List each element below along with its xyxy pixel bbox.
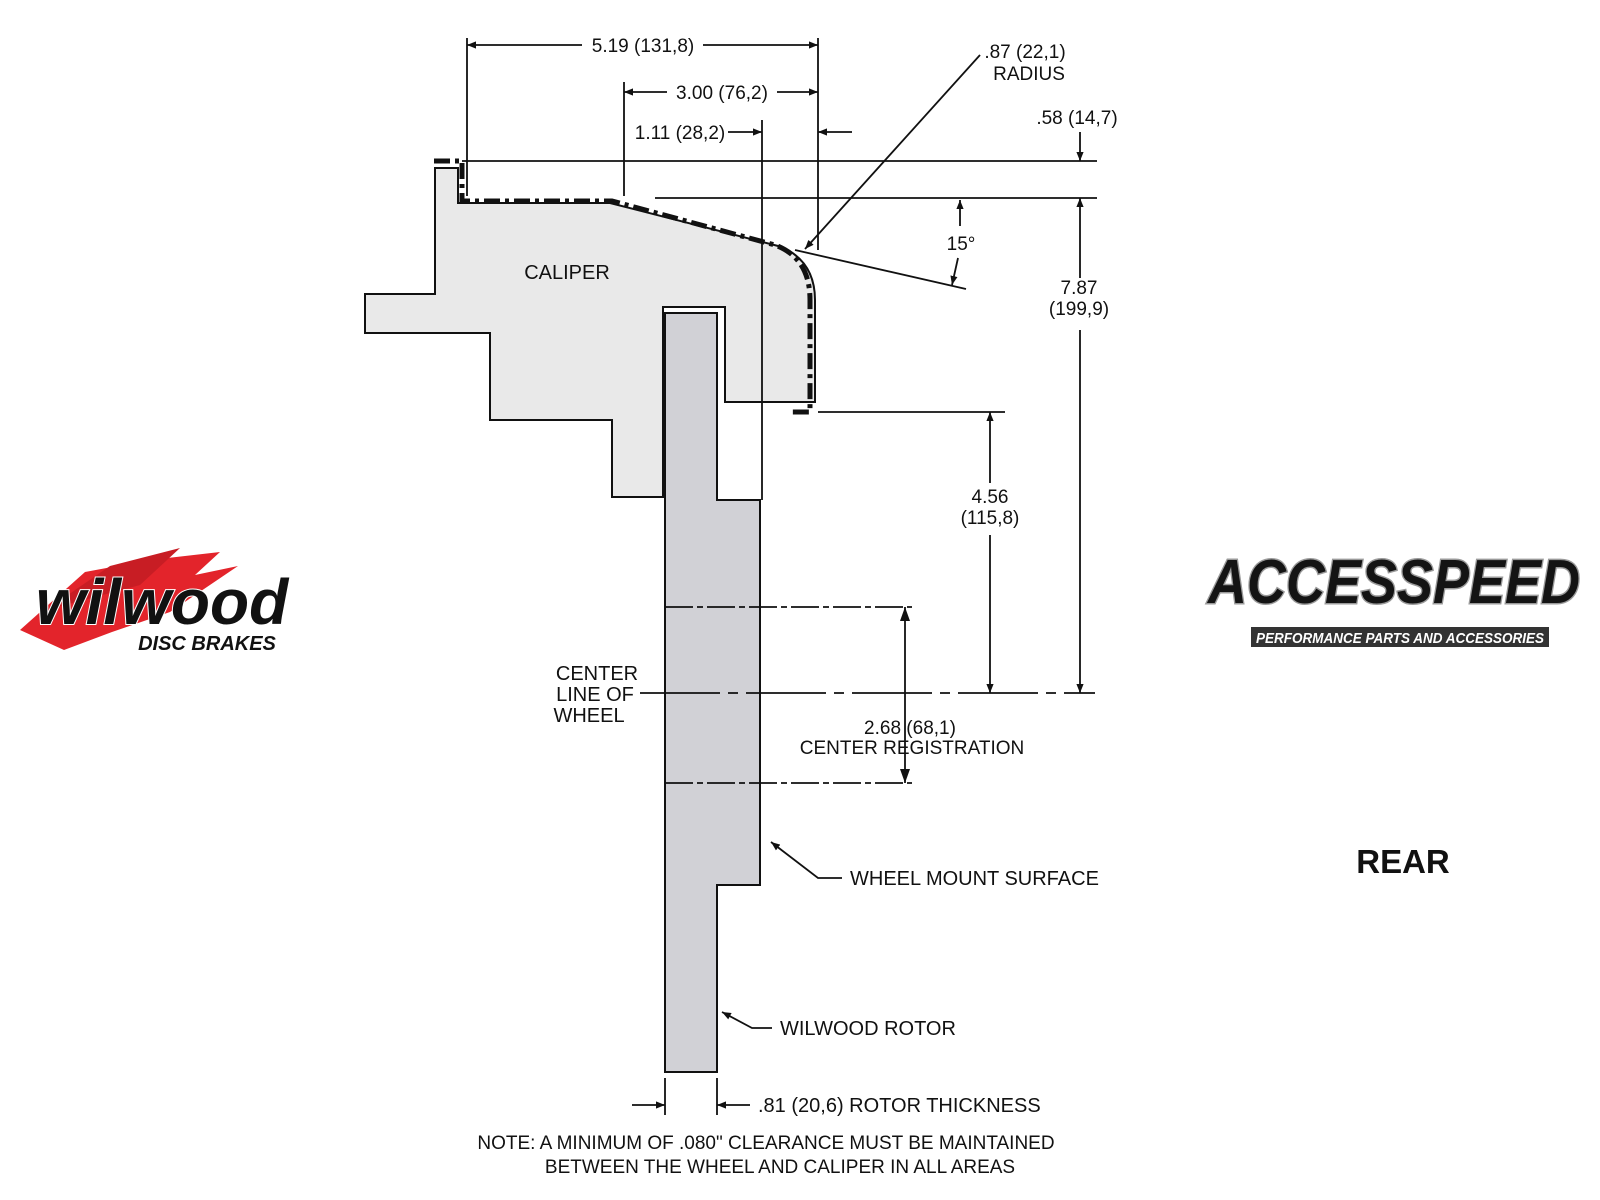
wilwood-tagline: DISC BRAKES [138,633,276,655]
radius-leader [804,54,981,250]
dim-registration-arrow-top [900,607,910,621]
wheel-mount-surface-label: WHEEL MOUNT SURFACE [850,868,1099,890]
rotor-leader [721,1011,772,1029]
dim-radius-label: RADIUS [993,64,1065,85]
wilwood-swoosh [20,552,238,650]
dim-inner-width: 3.00 (76,2) [676,83,768,104]
wilwood-logo: wilwood DISC BRAKES [20,548,291,655]
dim-lower-height-mm: (115,8) [961,508,1020,529]
dim-total-height-mm: (199,9) [1049,299,1109,320]
accesspeed-wordmark: ACCESSPEED [1206,548,1580,617]
caliper-label: CALIPER [524,262,610,284]
wheel-clearance-line [434,158,813,415]
dim-center-registration-label: CENTER REGISTRATION [800,738,1025,759]
rear-label: REAR [1356,843,1450,880]
wilwood-rotor-label: WILWOOD ROTOR [780,1018,956,1040]
wilwood-wordmark: wilwood [36,566,290,638]
center-line-label-2: LINE OF [556,684,634,706]
dim-registration-arrow-bottom [900,769,910,783]
note-line-1: NOTE: A MINIMUM OF .080" CLEARANCE MUST … [477,1133,1054,1154]
center-line-label-1: CENTER [556,663,638,685]
accesspeed-tagline: PERFORMANCE PARTS AND ACCESSORIES [1256,630,1544,647]
accesspeed-logo: ACCESSPEED PERFORMANCE PARTS AND ACCESSO… [1205,547,1582,647]
wilwood-swoosh-accent [46,548,180,610]
dim-radius-value: .87 (22,1) [984,42,1065,63]
dim-center-registration-value: 2.68 (68,1) [864,718,956,739]
wheel-mount-leader [770,841,842,879]
dim-top-clearance: .58 (14,7) [1036,108,1117,129]
dim-total-height-in: 7.87 [1061,278,1098,299]
dim-angle: 15° [947,234,976,255]
note-line-2: BETWEEN THE WHEEL AND CALIPER IN ALL ARE… [545,1157,1015,1178]
dim-offset: 1.11 (28,2) [635,123,725,144]
accesspeed-tagline-bar [1251,627,1549,647]
center-line-label-3: WHEEL [553,705,624,727]
rotor-thickness-label: .81 (20,6) ROTOR THICKNESS [758,1095,1041,1117]
angle-arrow-down [950,257,959,286]
angle-line [794,249,967,290]
caliper-shape [364,167,816,498]
dim-overall-width: 5.19 (131,8) [592,36,694,57]
dim-lower-height-in: 4.56 [972,487,1009,508]
